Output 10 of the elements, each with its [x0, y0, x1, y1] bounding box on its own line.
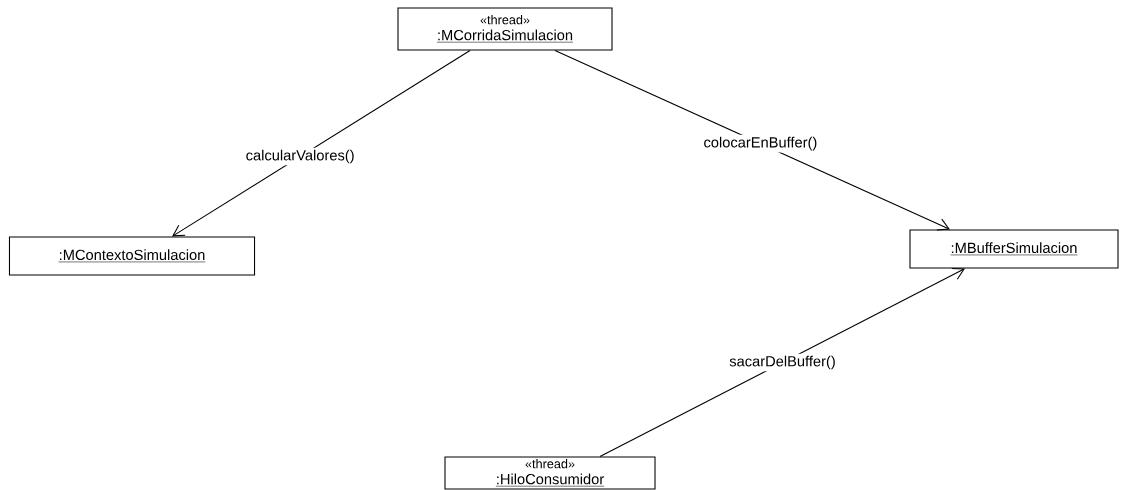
object-box: :MBufferSimulacion	[909, 229, 1119, 269]
arrow	[599, 268, 965, 457]
edge-label: calcularValores()	[243, 147, 357, 166]
object-box: «thread» :HiloConsumidor	[444, 456, 656, 490]
edge-label: colocarEnBuffer()	[701, 134, 820, 153]
object-box: :MContextoSimulacion	[8, 236, 256, 276]
edge-label: sacarDelBuffer()	[727, 353, 838, 372]
arrow	[554, 50, 950, 231]
object-box: «thread» :MCorridaSimulacion	[397, 7, 613, 51]
arrow	[172, 50, 471, 237]
